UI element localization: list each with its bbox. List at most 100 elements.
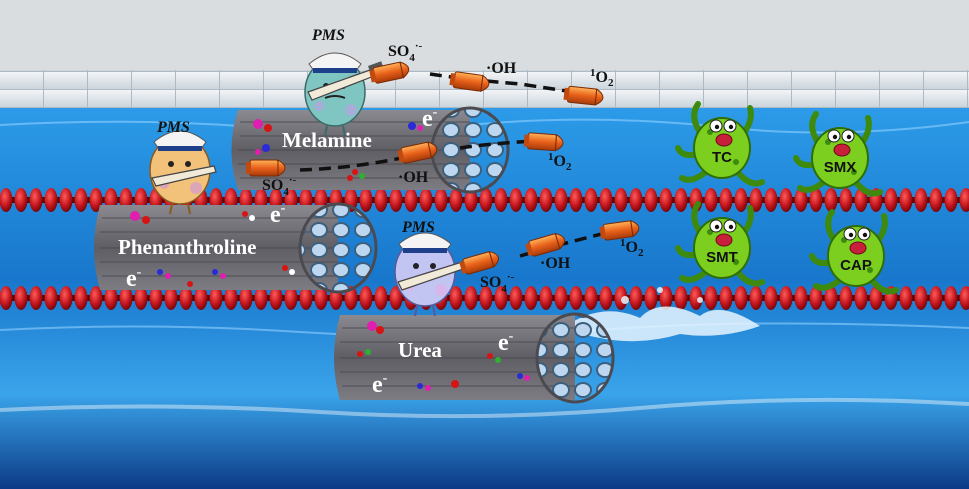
e-minus-label: e	[422, 106, 433, 132]
rope-float	[539, 188, 553, 212]
pollutant-label: SMT	[706, 249, 738, 266]
svg-text:e-: e-	[498, 329, 514, 356]
rope-float	[179, 286, 193, 310]
rope-float	[419, 188, 433, 212]
sailor-character-icon	[304, 52, 366, 137]
rope-float	[749, 286, 763, 310]
rope-float	[809, 286, 823, 310]
rope-float	[614, 188, 628, 212]
rope-float	[164, 286, 178, 310]
rope-float	[359, 188, 373, 212]
rope-float	[74, 188, 88, 212]
bullet	[563, 85, 604, 106]
rope-float	[944, 188, 958, 212]
rope-float	[749, 188, 763, 212]
rope-float	[929, 188, 943, 212]
sailor-character-icon	[394, 232, 456, 317]
rope-float	[464, 188, 478, 212]
molecule-icon	[130, 119, 530, 391]
rope-float	[284, 286, 298, 310]
rod-label-phenanthroline: Phenanthroline	[118, 235, 256, 259]
rope-float	[899, 188, 913, 212]
rope-float	[659, 286, 673, 310]
rope-float	[794, 286, 808, 310]
rope-float	[479, 286, 493, 310]
rope-float	[29, 188, 43, 212]
e-minus-label: e	[270, 202, 281, 228]
rope-float	[494, 188, 508, 212]
o2-label-top: 1O2	[590, 67, 614, 89]
rope-float	[224, 286, 238, 310]
rope-float	[914, 286, 928, 310]
electron-labels: e- e- e- e- e-	[126, 105, 514, 398]
e-minus-sup: -	[281, 201, 286, 216]
rope-float	[14, 188, 28, 212]
rod-label-melamine: Melamine	[282, 128, 372, 152]
germ-icon: SMT	[675, 201, 765, 287]
bullet	[246, 159, 286, 177]
pollutant-label: CAP	[840, 257, 872, 274]
rope-float	[239, 286, 253, 310]
rope-float	[644, 188, 658, 212]
rope-float	[104, 286, 118, 310]
lane-rope-lower	[0, 286, 969, 310]
rope-float	[839, 188, 853, 212]
rope-float	[704, 286, 718, 310]
rope-float	[509, 188, 523, 212]
oh-label-top: ·OH	[486, 60, 517, 77]
rope-float	[584, 188, 598, 212]
rope-float	[689, 286, 703, 310]
pms-label-mid: PMS	[401, 219, 435, 236]
rope-float	[404, 188, 418, 212]
rope-float	[449, 188, 463, 212]
rope-float	[389, 286, 403, 310]
rope-float	[254, 286, 268, 310]
germ-icon: TC	[675, 101, 765, 187]
pollutant-label: TC	[712, 149, 732, 166]
rod-label-urea: Urea	[398, 338, 442, 362]
rope-float	[854, 286, 868, 310]
e-minus-label: e	[372, 372, 383, 398]
rope-float	[464, 286, 478, 310]
svg-text:e-: e-	[270, 201, 286, 228]
rope-float	[59, 188, 73, 212]
rope-float	[959, 286, 969, 310]
rope-float	[599, 286, 613, 310]
rifle-icon	[151, 165, 217, 187]
rope-float	[134, 286, 148, 310]
rope-float	[944, 286, 958, 310]
pool-wall	[0, 0, 969, 70]
rope-float	[719, 286, 733, 310]
svg-text:e-: e-	[422, 105, 438, 132]
rope-float	[584, 286, 598, 310]
svg-text:SO4·-: SO4·-	[480, 271, 515, 295]
rope-float	[764, 286, 778, 310]
rope-float	[929, 286, 943, 310]
rope-float	[449, 286, 463, 310]
rope-float	[599, 188, 613, 212]
rope-float	[884, 188, 898, 212]
rope-float	[194, 286, 208, 310]
svg-text:1O2: 1O2	[548, 151, 572, 173]
rope-float	[44, 286, 58, 310]
rope-float	[914, 188, 928, 212]
rope-float	[734, 188, 748, 212]
rope-float	[644, 286, 658, 310]
germ-icon: CAP	[809, 209, 899, 295]
rope-float	[569, 188, 583, 212]
pms-label-left: PMS	[156, 119, 190, 136]
rope-float	[314, 286, 328, 310]
rope-float	[839, 286, 853, 310]
rope-float	[434, 188, 448, 212]
rope-float	[44, 188, 58, 212]
rope-float	[524, 188, 538, 212]
bullet	[525, 232, 565, 257]
carbon-rod-phenanthroline	[94, 202, 378, 294]
o2-label-mid: 1O2	[620, 237, 644, 259]
rope-float	[539, 286, 553, 310]
e-minus-sup: -	[509, 329, 514, 344]
bullet	[599, 219, 640, 241]
rope-float	[629, 286, 643, 310]
